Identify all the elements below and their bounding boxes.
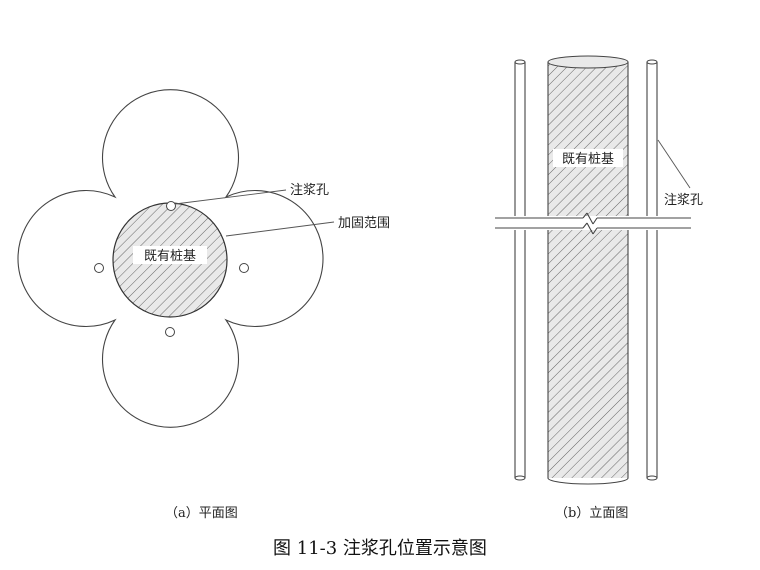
grout-hole-leader-elevation <box>657 139 691 189</box>
plan-view-caption: （a）平面图 <box>165 506 238 521</box>
reinforce-range-label: 加固范围 <box>338 216 390 231</box>
grout-hole-right <box>239 263 249 273</box>
grout-hole-label-plan: 注浆孔 <box>290 183 329 198</box>
grout-hole-label-elevation: 注浆孔 <box>664 193 703 208</box>
plan-view: 既有桩基 注浆孔 加固范围 （a）平面图 <box>17 89 390 521</box>
grout-hole-leader-plan <box>174 189 287 205</box>
grout-hole-left <box>94 263 104 273</box>
grout-hole-bottom <box>165 327 175 337</box>
grout-pipe-right <box>646 59 658 481</box>
pile-label-elevation: 既有桩基 <box>562 152 614 167</box>
figure-title: 图 11-3 注浆孔位置示意图 <box>273 538 487 559</box>
grout-pipe-left <box>514 59 526 481</box>
break-line <box>495 212 691 235</box>
elevation-view: 既有桩基 注浆孔 （b）立面图 <box>495 55 703 521</box>
grout-hole-top <box>166 201 176 211</box>
pile-label-plan: 既有桩基 <box>144 249 196 264</box>
existing-pile-elevation <box>547 55 629 485</box>
reinforcement-range-outline <box>17 89 324 428</box>
elevation-view-caption: （b）立面图 <box>555 506 628 521</box>
reinforce-range-leader <box>225 221 335 237</box>
